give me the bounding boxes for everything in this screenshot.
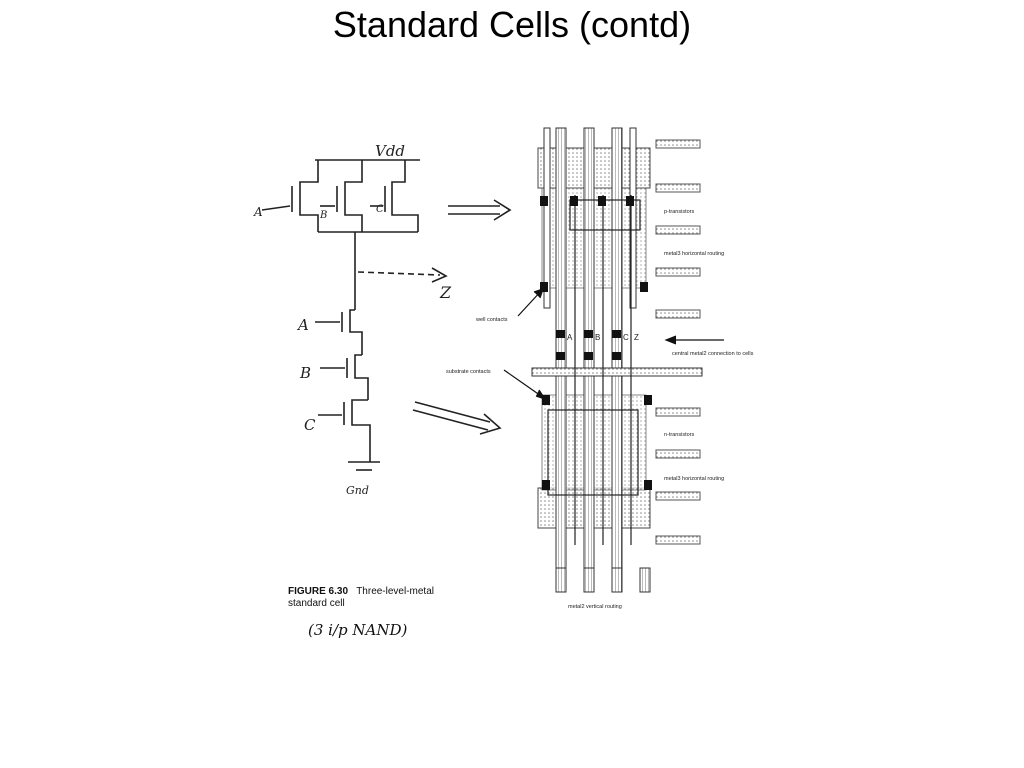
nmos-b — [354, 354, 369, 400]
contacts — [540, 196, 652, 490]
nmos-c — [351, 399, 371, 462]
pin-z: Z — [634, 333, 639, 342]
metal-column-3 — [611, 127, 623, 569]
pmos-a — [299, 160, 319, 232]
nmos-a — [349, 309, 363, 355]
metal2-vertical-label: metal2 vertical routing — [568, 604, 622, 610]
metal-column-1 — [555, 127, 567, 569]
metal3-horizontal-top-label: metal3 horizontal routing — [664, 251, 724, 257]
slide-title: Standard Cells (contd) — [332, 4, 692, 45]
horizontal-routing-tracks — [655, 139, 701, 545]
central-metal2-band — [531, 367, 703, 377]
pmos-b — [344, 160, 363, 232]
output-z-label: Z — [439, 283, 452, 302]
cell-layout: A B C Z — [503, 127, 724, 593]
substrate-contacts-label: substrate contacts — [446, 369, 491, 375]
schematic — [261, 159, 512, 471]
gnd-label: Gnd — [346, 484, 369, 497]
vertical-routing-tabs — [555, 567, 651, 593]
central-metal2-label: central metal2 connection to cells — [672, 351, 754, 357]
figure-caption: FIGURE 6.30 Three-level-metal standard c… — [288, 586, 438, 639]
nmos-b-label: B — [299, 364, 311, 382]
pmos-c-label: C — [376, 204, 384, 215]
pmos-b-label: B — [319, 210, 327, 221]
figure-number: FIGURE 6.30 — [288, 586, 349, 597]
pin-c: C — [623, 333, 629, 342]
handwritten-note: (3 i/p NAND) — [308, 621, 408, 639]
metal-column-2 — [583, 127, 595, 569]
metal3-horizontal-bottom-label: metal3 horizontal routing — [664, 476, 724, 482]
figure-caption-text: Three-level-metal standard cell — [288, 586, 434, 609]
pmos-c — [391, 160, 419, 232]
nmos-a-label: A — [296, 316, 309, 334]
p-transistors-label: p-transistors — [664, 209, 695, 215]
nmos-c-label: C — [304, 416, 316, 434]
pin-a: A — [567, 333, 573, 342]
vdd-label: Vdd — [375, 142, 405, 160]
pin-b: B — [595, 333, 600, 342]
input-a-label: A — [253, 205, 263, 219]
well-contacts-label: well contacts — [475, 317, 508, 323]
n-transistors-label: n-transistors — [664, 432, 695, 438]
